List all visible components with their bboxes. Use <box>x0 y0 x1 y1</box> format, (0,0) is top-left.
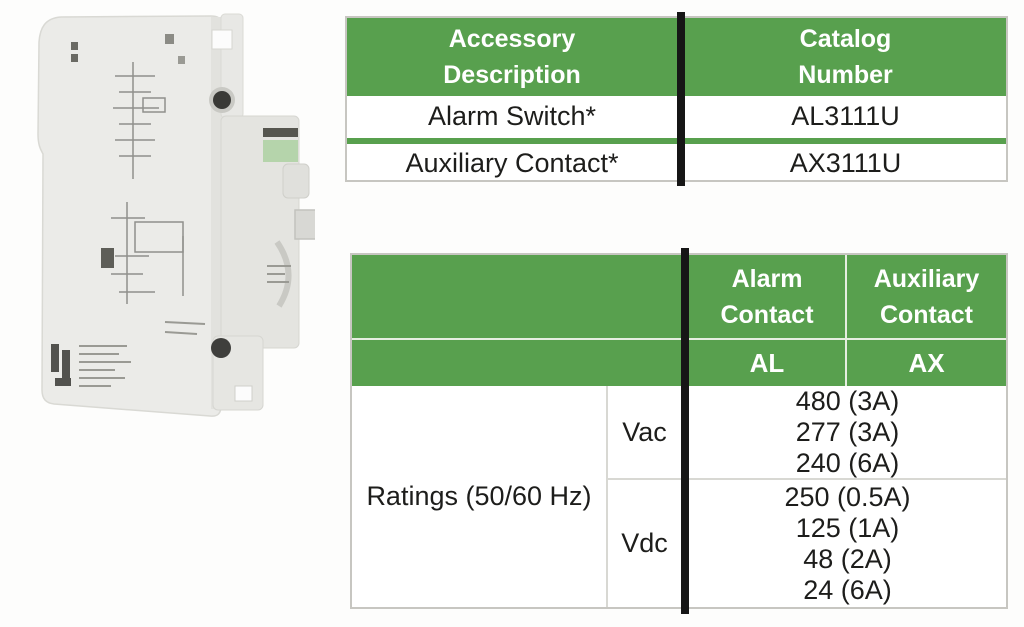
knob-top <box>213 91 231 109</box>
fine-print <box>79 265 291 387</box>
catalog-table: Accessory Description Catalog Number Ala… <box>345 12 1008 186</box>
rating-value: 240 (6A) <box>795 447 900 478</box>
ratings-subheader-ax: AX <box>845 340 1006 386</box>
lever-arc <box>274 240 292 308</box>
rating-value: 277 (3A) <box>795 416 900 447</box>
ratings-table: Alarm Contact Auxiliary Contact AL AX Ra… <box>350 248 1008 614</box>
ratings-subheader-al: AL <box>689 340 845 386</box>
catalog-header-description: Accessory Description <box>347 18 677 96</box>
product-photo <box>15 4 327 419</box>
catalog-row-alarm-description: Alarm Switch* <box>347 96 677 136</box>
printed-diagram-lower <box>111 202 184 304</box>
ratings-header-corner <box>352 255 689 340</box>
ratings-subheader-corner <box>352 340 689 386</box>
row-separator-stripe <box>685 136 1006 146</box>
din-clip-hole <box>234 385 253 402</box>
mounting-hole <box>211 29 233 50</box>
knob-bottom <box>211 338 231 358</box>
catalog-header-number: Catalog Number <box>685 18 1006 96</box>
ratings-header-auxiliary-contact: Auxiliary Contact <box>845 255 1006 340</box>
row-separator-stripe <box>347 136 677 146</box>
vac-label: Vac <box>608 386 681 480</box>
rating-value: 24 (6A) <box>803 574 892 605</box>
ul-logo <box>51 344 71 386</box>
dark-mark <box>101 248 114 268</box>
vdc-values: 250 (0.5A) 125 (1A) 48 (2A) 24 (6A) <box>689 480 1006 607</box>
din-accessory-module-image <box>37 13 327 417</box>
vac-values: 480 (3A) 277 (3A) 240 (6A) <box>689 386 1006 480</box>
ratings-header-alarm-contact: Alarm Contact <box>689 255 845 340</box>
catalog-row-auxiliary-description: Auxiliary Contact* <box>347 146 677 180</box>
catalog-row-auxiliary-number: AX3111U <box>685 146 1006 180</box>
rating-value: 125 (1A) <box>795 512 900 543</box>
printed-diagram-upper <box>113 62 166 179</box>
label-green <box>263 140 298 162</box>
rating-value: 480 (3A) <box>795 385 900 416</box>
rating-value: 250 (0.5A) <box>784 481 911 512</box>
catalog-row-alarm-number: AL3111U <box>685 96 1006 136</box>
ratings-row-label: Ratings (50/60 Hz) <box>352 386 608 607</box>
actuator-lever <box>294 209 327 240</box>
ratings-table-divider-bar <box>681 248 689 614</box>
vdc-label: Vdc <box>608 480 681 607</box>
label-dark-stripe <box>263 128 298 137</box>
catalog-table-divider-bar <box>677 12 685 186</box>
rating-value: 48 (2A) <box>803 543 892 574</box>
